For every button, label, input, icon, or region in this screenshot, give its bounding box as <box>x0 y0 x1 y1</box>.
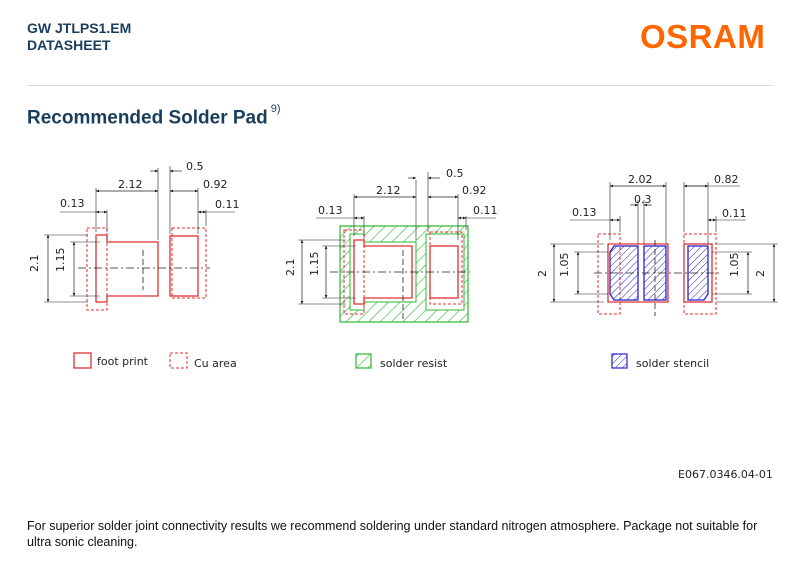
drawing-id: E067.0346.04-01 <box>678 468 773 481</box>
v1-dim-height: 2.1 <box>28 255 41 273</box>
footnote-text: For superior solder joint connectivity r… <box>27 519 758 549</box>
v3-dim-height-left: 2 <box>536 270 549 277</box>
product-name: GW JTLPS1.EM <box>27 20 132 36</box>
osram-logo: OSRAM <box>640 18 766 55</box>
v3-dim-right: 0.82 <box>714 173 739 186</box>
footnote-ref: 9) <box>270 103 281 115</box>
v3-dim-mid: 0.3 <box>634 193 652 206</box>
v2-dim-left: 0.13 <box>318 204 343 217</box>
legend-swatch-solder-stencil <box>611 353 628 369</box>
v2-dim-top: 0.5 <box>446 167 464 180</box>
legend-cu-area: Cu area <box>194 357 237 370</box>
document-type: DATASHEET <box>27 37 111 53</box>
v2-dim-total: 2.12 <box>376 184 401 197</box>
view-solder-resist: 2.1 1.15 2.12 0.5 0.92 0.13 0.11 <box>284 167 498 323</box>
v1-dim-inner-height: 1.15 <box>54 248 67 273</box>
view-solder-stencil: 2 1.05 1.05 2 2.02 0.82 0.3 0.13 0.11 <box>536 173 778 316</box>
v3-dim-total: 2.02 <box>628 173 653 186</box>
v2-dim-height: 2.1 <box>284 259 297 277</box>
legend-solder-stencil: solder stencil <box>636 357 709 370</box>
v1-dim-right: 0.92 <box>203 178 228 191</box>
v3-dim-inner-left: 1.05 <box>558 253 571 278</box>
v2-dim-inner-height: 1.15 <box>308 252 321 277</box>
legend-swatch-solder-resist <box>355 353 372 369</box>
legend-foot-print: foot print <box>97 355 149 368</box>
v3-dim-left: 0.13 <box>572 206 597 219</box>
v3-dim-height-right: 2 <box>754 270 767 277</box>
v1-dim-top: 0.5 <box>186 160 204 173</box>
v1-dim-right-small: 0.11 <box>215 198 240 211</box>
legend: foot print Cu area solder resist solder … <box>73 352 709 370</box>
legend-solder-resist: solder resist <box>380 357 448 370</box>
v1-dim-left: 0.13 <box>60 197 85 210</box>
v1-dim-total: 2.12 <box>118 178 143 191</box>
v3-dim-inner-right: 1.05 <box>728 253 741 278</box>
v2-dim-right: 0.92 <box>462 184 487 197</box>
legend-swatch-foot-print <box>73 352 92 369</box>
view-footprint: 2.1 1.15 2.12 0.5 0.92 0.13 0.11 <box>28 160 240 311</box>
v3-dim-right-small: 0.11 <box>722 207 747 220</box>
v2-dim-right-small: 0.11 <box>473 204 498 217</box>
legend-swatch-cu-area <box>169 352 188 369</box>
header-divider <box>27 85 774 86</box>
